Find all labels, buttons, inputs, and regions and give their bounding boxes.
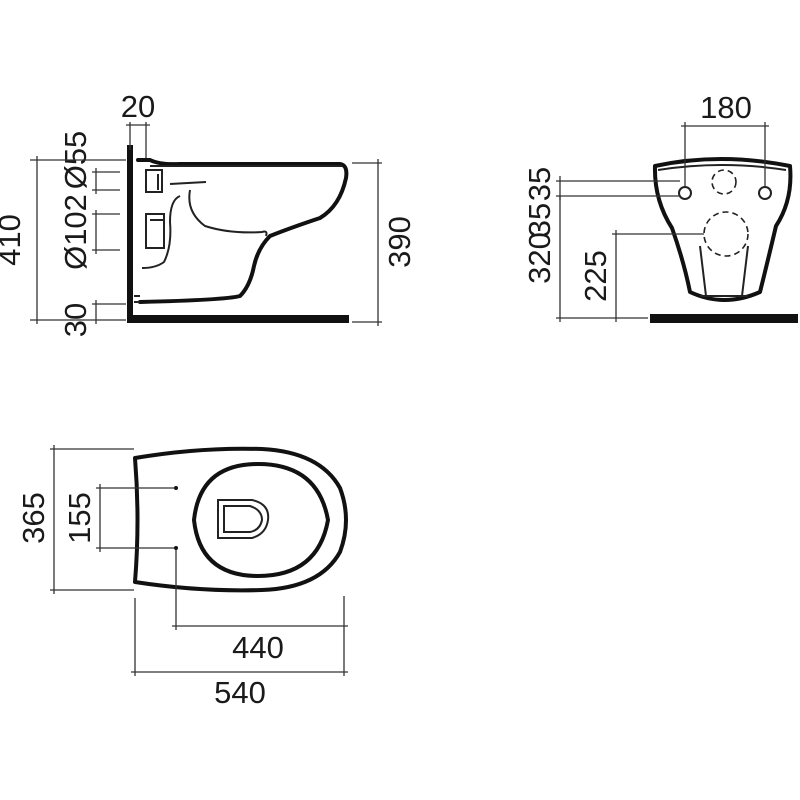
side-bowl-height-label: 390 bbox=[382, 216, 417, 268]
side-wall-offset-label: 20 bbox=[121, 89, 155, 124]
side-inner-bowl bbox=[188, 189, 268, 237]
side-wall bbox=[127, 145, 133, 323]
top-width-label: 365 bbox=[16, 492, 51, 544]
side-flush-channel bbox=[169, 181, 207, 185]
top-total-length-label: 540 bbox=[214, 675, 266, 710]
top-fixing-dot-lower bbox=[174, 546, 178, 550]
front-fixing-spacing-label: 180 bbox=[700, 90, 752, 125]
side-total-height-label: 410 bbox=[0, 214, 27, 266]
front-floor bbox=[650, 314, 798, 323]
top-fixing-dot-upper bbox=[174, 486, 178, 490]
top-body-outline bbox=[133, 446, 348, 593]
top-rim bbox=[192, 462, 330, 578]
front-fixing-offset-b-label: 35 bbox=[522, 203, 557, 237]
front-fixing-hole-left bbox=[678, 186, 692, 200]
top-opening bbox=[217, 499, 270, 539]
front-fixing-height-label: 320 bbox=[522, 232, 557, 284]
side-base-lines bbox=[134, 295, 140, 303]
side-floor bbox=[127, 315, 349, 323]
side-outlet bbox=[145, 213, 165, 249]
top-fixing-spacing-label: 155 bbox=[62, 492, 97, 544]
front-view: 180 35 35 320 225 bbox=[522, 90, 798, 323]
side-inlet bbox=[145, 169, 163, 193]
side-outlet-diameter-label: Ø102 bbox=[58, 194, 93, 270]
side-bowl-outline bbox=[136, 158, 349, 304]
front-fixing-hole-right bbox=[758, 186, 772, 200]
top-fixing-to-front-label: 440 bbox=[232, 630, 284, 665]
top-opening-inner bbox=[223, 505, 264, 533]
front-inner bbox=[699, 245, 749, 297]
front-rim bbox=[657, 164, 787, 171]
front-fixing-offset-a-label: 35 bbox=[522, 167, 557, 201]
side-floor-offset-label: 30 bbox=[58, 303, 93, 337]
side-trap bbox=[141, 195, 181, 269]
front-body-outline bbox=[652, 157, 793, 302]
front-outlet-height-label: 225 bbox=[578, 250, 613, 302]
front-inlet-dashed bbox=[711, 169, 737, 195]
front-outlet-dashed bbox=[703, 211, 749, 257]
side-view: 20 Ø55 Ø102 410 30 390 bbox=[0, 89, 417, 337]
top-view: 365 155 440 540 bbox=[16, 445, 348, 710]
